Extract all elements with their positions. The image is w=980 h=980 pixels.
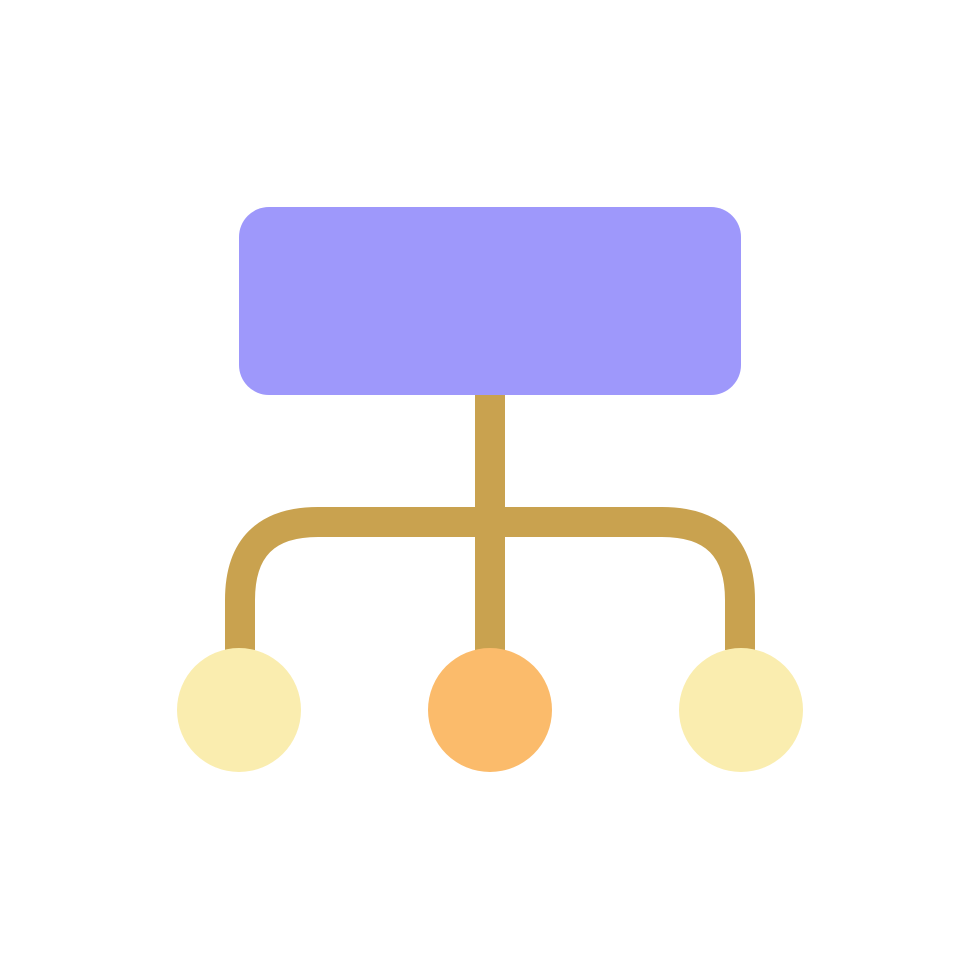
child-node-left	[177, 648, 301, 772]
connector-branch	[225, 507, 755, 650]
connector-lines	[225, 392, 755, 650]
child-node-center	[428, 648, 552, 772]
child-node-right	[679, 648, 803, 772]
parent-node	[239, 207, 741, 395]
